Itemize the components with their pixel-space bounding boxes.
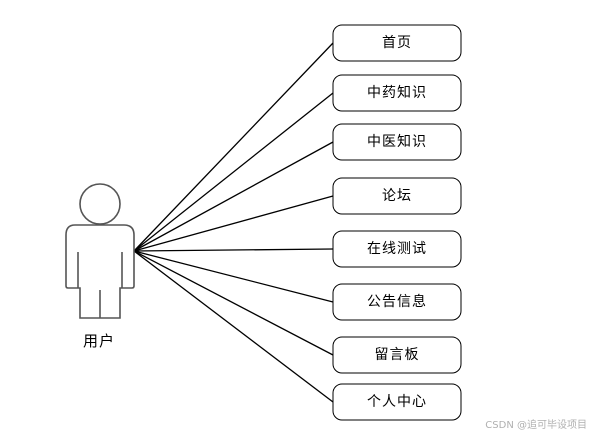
association-line-3 xyxy=(133,141,334,252)
use-case-7: 留言板 xyxy=(332,336,462,374)
actor-label: 用户 xyxy=(83,332,115,350)
use-case-8: 个人中心 xyxy=(332,383,462,421)
use-case-label: 在线测试 xyxy=(367,241,427,257)
use-case-box xyxy=(332,123,462,161)
use-case-label: 中医知识 xyxy=(367,133,427,150)
association-line-2 xyxy=(133,92,334,252)
use-case-4: 论坛 xyxy=(332,177,462,215)
use-case-box xyxy=(332,230,462,268)
use-case-label: 留言板 xyxy=(375,347,420,363)
use-case-box xyxy=(332,283,462,321)
use-case-5: 在线测试 xyxy=(332,230,462,268)
use-case-label: 个人中心 xyxy=(367,394,427,410)
use-case-box xyxy=(332,383,462,421)
use-case-label: 论坛 xyxy=(382,188,412,204)
association-line-8 xyxy=(133,250,334,403)
use-case-label: 公告信息 xyxy=(367,293,427,310)
association-line-7 xyxy=(133,250,334,356)
actor-head xyxy=(79,183,121,225)
use-case-1: 首页 xyxy=(332,24,462,62)
association-lines xyxy=(133,42,334,403)
use-case-3: 中医知识 xyxy=(332,123,462,161)
association-line-1 xyxy=(133,42,334,252)
watermark-text: CSDN @追可毕设项目 xyxy=(485,418,587,431)
actor-user: 用户 xyxy=(65,183,135,350)
use-case-box xyxy=(332,177,462,215)
use-case-box xyxy=(332,24,462,62)
actor-body xyxy=(65,224,135,319)
use-case-box xyxy=(332,336,462,374)
association-line-4 xyxy=(133,195,334,252)
use-case-label: 首页 xyxy=(382,35,412,51)
use-case-label: 中药知识 xyxy=(367,84,427,101)
use-case-box xyxy=(332,74,462,112)
use-case-2: 中药知识 xyxy=(332,74,462,112)
use-case-6: 公告信息 xyxy=(332,283,462,321)
association-line-5 xyxy=(133,248,334,252)
association-line-6 xyxy=(133,250,334,303)
